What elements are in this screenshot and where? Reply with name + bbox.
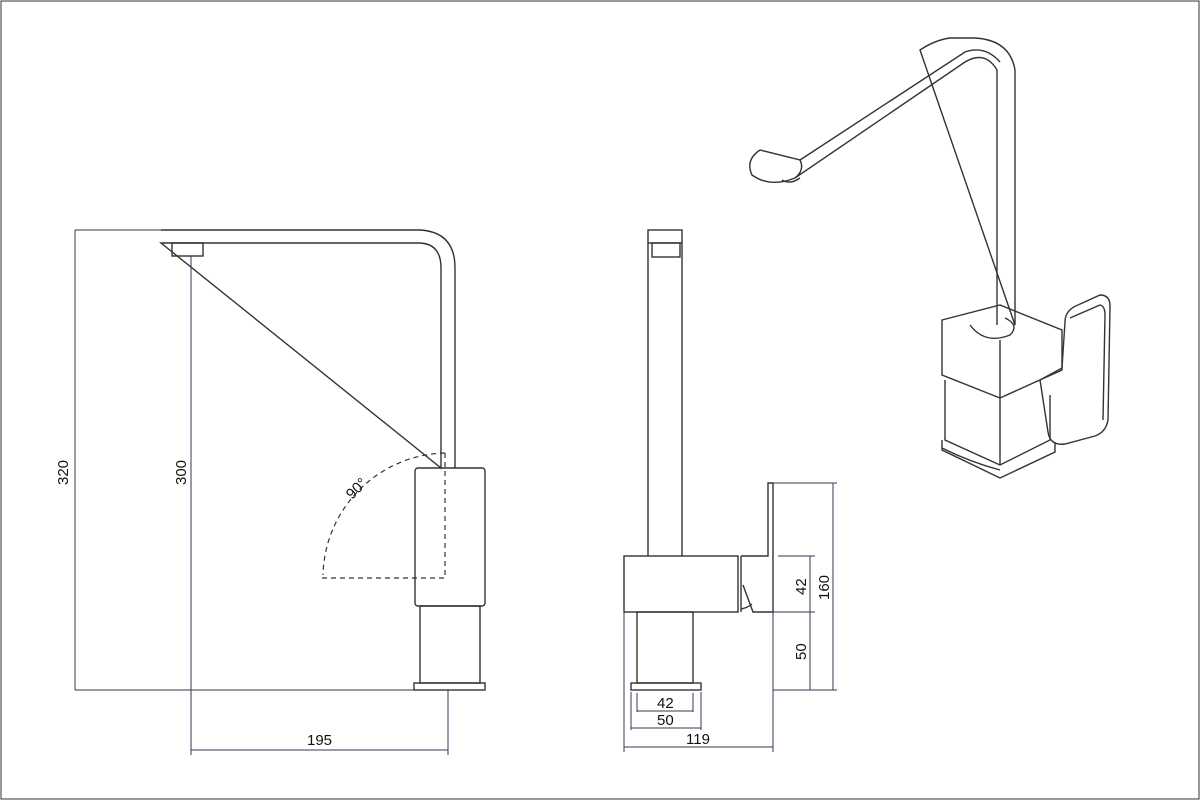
aerator [171, 242, 204, 257]
iso-shank [944, 380, 1051, 466]
swivel-guides [320, 453, 446, 579]
spout-tube [647, 243, 683, 556]
dim-42-horizontal-line [636, 693, 694, 712]
dim-42-vertical-label: 42 [793, 578, 810, 595]
iso-spout [749, 37, 1016, 326]
spout-outline [159, 229, 456, 470]
dim-160-label: 160 [816, 575, 833, 600]
iso-handle [1039, 294, 1111, 445]
tap-base [413, 682, 486, 691]
dim-195-lines [190, 690, 449, 755]
dim-195-label: 195 [307, 732, 332, 749]
dim-50-vertical-label: 50 [793, 643, 810, 660]
front-view: 160 42 50 42 50 119 [623, 229, 837, 752]
dim-50-horizontal-label: 50 [657, 712, 674, 729]
iso-spout-top [759, 49, 1001, 179]
dim-320-lines [74, 229, 414, 691]
dim-42-50-lines [773, 555, 815, 690]
swivel-arc [322, 452, 446, 576]
dim-160-lines [773, 482, 837, 691]
dim-320-label: 320 [55, 460, 72, 485]
base-front [630, 682, 702, 691]
iso-spout-base [969, 317, 1015, 339]
aerator-front [651, 242, 681, 258]
dim-50-horizontal-line [630, 692, 702, 730]
iso-aerator [781, 177, 801, 183]
isometric-view [749, 37, 1111, 479]
iso-base [941, 440, 1056, 479]
dim-42-horizontal-label: 42 [657, 695, 674, 712]
dim-119-line [623, 612, 774, 752]
dim-119-label: 119 [686, 731, 710, 748]
dim-300-label: 300 [173, 460, 190, 485]
iso-body [941, 304, 1063, 399]
